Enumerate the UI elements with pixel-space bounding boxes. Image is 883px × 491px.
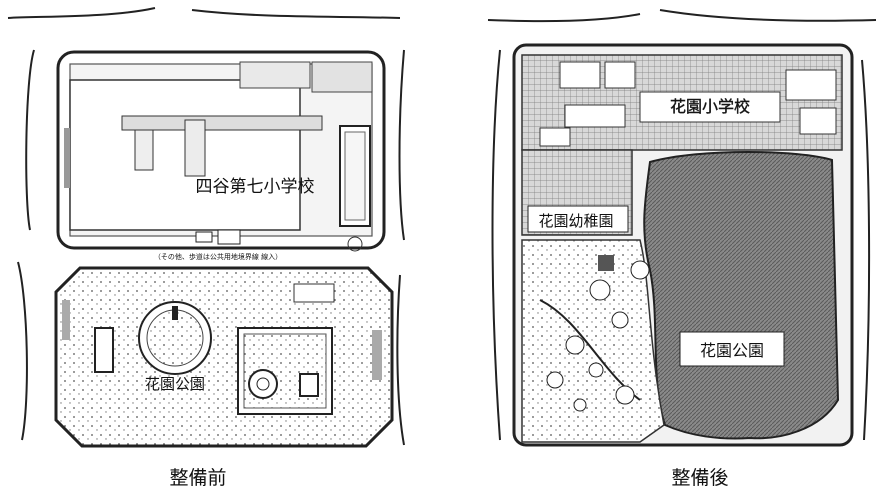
before-school-block: 四谷第七小学校 (56, 50, 386, 252)
after-map: 花園小学校 花園幼稚園 花園公園 整備後 (487, 9, 877, 489)
after-school-label: 花園小学校 (670, 97, 750, 116)
after-roads (487, 9, 877, 441)
after-kindergarten-label: 花園幼稚園 (538, 212, 613, 230)
after-school-block: 花園小学校 (521, 54, 843, 151)
after-caption: 整備後 (671, 467, 728, 489)
after-park-label: 花園公園 (700, 341, 764, 360)
after-park-label-box (679, 331, 785, 367)
after-kindergarten-block: 花園幼稚園 (521, 149, 633, 236)
after-garden-area (521, 239, 665, 443)
before-roads (7, 7, 405, 446)
before-caption: 整備前 (169, 467, 226, 489)
before-school-label: 四谷第七小学校 (196, 177, 315, 197)
before-road-note: （その他、歩道は公共用地境界線 線入） (154, 252, 282, 261)
before-map: 四谷第七小学校 （その他、歩道は公共用地境界線 線入） 花園公園 整備前 (7, 7, 405, 489)
before-park-block: 花園公園 (54, 266, 394, 448)
before-park-label: 花園公園 (145, 375, 205, 393)
after-park-field (643, 151, 840, 440)
